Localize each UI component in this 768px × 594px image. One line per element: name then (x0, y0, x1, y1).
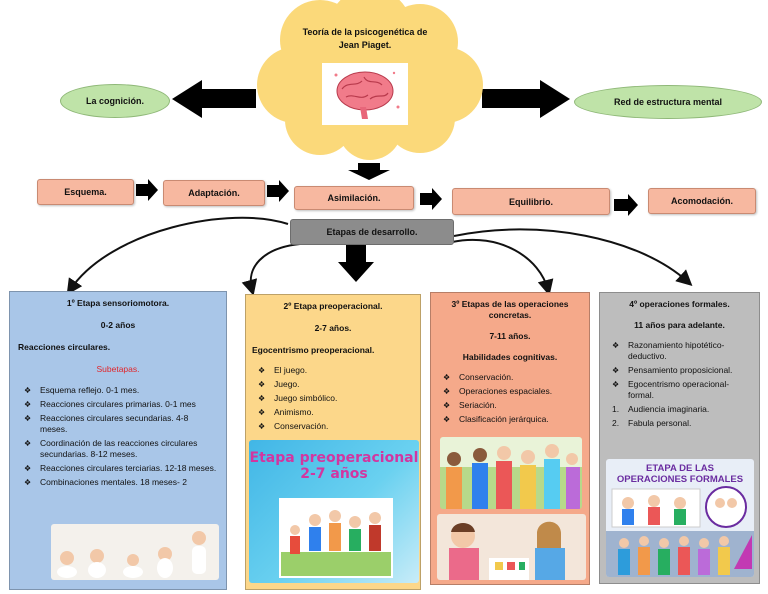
preoperational-image: Etapa preoperacional 2-7 años (249, 440, 419, 583)
stage3-heading: Habilidades cognitivas. (462, 352, 558, 362)
brain-image (322, 63, 408, 125)
stage4-numbered: 1.Audiencia imaginaria. 2.Fabula persona… (606, 404, 753, 429)
list-item: ❖Operaciones espaciales. (443, 386, 553, 396)
concept-arrow-1 (136, 179, 158, 201)
diamond-bullet-icon: ❖ (443, 415, 451, 424)
stage4-age: 11 años para adelante. (634, 320, 725, 330)
stage4-bullets: ❖Razonamiento hipotético-deductivo. ❖Pen… (606, 340, 753, 401)
stage2-list: ❖El juego. ❖Juego. ❖Juego simbólico. ❖An… (252, 365, 414, 432)
concept-acomodacion-label: Acomodación. (670, 196, 733, 206)
concept-arrow-4 (614, 194, 638, 216)
cloud-down-arrow (348, 163, 390, 180)
list-item: ❖El juego. (258, 365, 308, 375)
formal-operations-image: ETAPA DE LAS OPERACIONES FORMALES (606, 459, 754, 577)
diamond-bullet-icon: ❖ (24, 478, 32, 487)
concept-esquema: Esquema. (37, 179, 134, 205)
right-block-arrow (482, 80, 570, 118)
diamond-bullet-icon: ❖ (612, 341, 620, 350)
diamond-bullet-icon: ❖ (24, 439, 32, 448)
list-item: ❖Reacciones circulares secundarias. 4-8 … (24, 413, 189, 434)
stage2-title: 2º Etapa preoperacional. (283, 301, 383, 311)
list-item: ❖Conservación. (443, 372, 514, 382)
children-playing-image (437, 514, 586, 580)
concept-equilibrio: Equilibrio. (452, 188, 610, 215)
stage1-heading: Reacciones circulares. (18, 342, 111, 352)
stage4-title: 4º operaciones formales. (629, 299, 730, 309)
concept-arrow-2 (267, 180, 289, 202)
diamond-bullet-icon: ❖ (24, 400, 32, 409)
list-item: ❖Egocentrismo operacional-formal. (612, 379, 730, 400)
mental-structure-label: Red de estructura mental (613, 97, 723, 107)
stage3-title: 3º Etapas de las operaciones concretas. (451, 299, 569, 320)
diamond-bullet-icon: ❖ (443, 373, 451, 382)
diamond-bullet-icon: ❖ (24, 464, 32, 473)
diamond-bullet-icon: ❖ (443, 387, 451, 396)
preoperational-image-title: Etapa preoperacional 2-7 años (249, 450, 419, 482)
list-item: ❖Razonamiento hipotético-deductivo. (612, 340, 725, 361)
list-item: ❖Reacciones circulares terciarias. 12-18… (24, 463, 217, 473)
babies-image (51, 524, 219, 580)
diamond-bullet-icon: ❖ (258, 366, 266, 375)
left-block-arrow (172, 80, 256, 118)
diamond-bullet-icon: ❖ (24, 414, 32, 423)
diamond-bullet-icon: ❖ (24, 386, 32, 395)
list-item: ❖Esquema reflejo. 0-1 mes. (24, 385, 140, 395)
concept-acomodacion: Acomodación. (648, 188, 756, 214)
mental-structure-ellipse: Red de estructura mental (574, 85, 762, 119)
concept-esquema-label: Esquema. (64, 187, 107, 197)
etapas-label: Etapas de desarrollo. (326, 227, 418, 237)
stage1-subheading: Subetapas. (96, 364, 140, 374)
list-item: ❖Juego simbólico. (258, 393, 338, 403)
stage1-list: ❖Esquema reflejo. 0-1 mes. ❖Reacciones c… (18, 385, 218, 488)
diamond-bullet-icon: ❖ (258, 394, 266, 403)
cognition-label: La cognición. (85, 96, 144, 106)
list-item: ❖Coordinación de las reacciones circular… (24, 438, 198, 459)
stage3-age: 7-11 años. (489, 331, 531, 341)
list-item: ❖Reacciones circulares primarias. 0-1 me… (24, 399, 196, 409)
stage2-age: 2-7 años. (314, 323, 352, 333)
etapas-box: Etapas de desarrollo. (290, 219, 454, 245)
diamond-bullet-icon: ❖ (258, 380, 266, 389)
concept-arrow-3 (420, 188, 442, 210)
diamond-bullet-icon: ❖ (258, 422, 266, 431)
list-item: ❖Seriación. (443, 400, 497, 410)
list-item: ❖Pensamiento proposicional. (612, 365, 733, 375)
list-item: ❖Combinaciones mentales. 18 meses- 2 (24, 477, 187, 487)
concept-adaptacion: Adaptación. (163, 180, 265, 206)
concept-adaptacion-label: Adaptación. (188, 188, 240, 198)
diamond-bullet-icon: ❖ (612, 366, 620, 375)
formal-operations-image-title: ETAPA DE LAS OPERACIONES FORMALES (616, 463, 744, 485)
brain-icon (334, 71, 400, 119)
concept-asimilacion: Asimilación. (294, 186, 414, 210)
cloud-title: Teoría de la psicogenética de Jean Piage… (302, 27, 428, 50)
list-item: ❖Juego. (258, 379, 300, 389)
etapas-down-arrow (338, 244, 374, 282)
stage1-title: 1º Etapa sensoriomotora. (66, 298, 170, 308)
list-item: 2.Fabula personal. (612, 418, 692, 428)
list-item: ❖Clasificación jerárquica. (443, 414, 549, 424)
children-group-image (440, 437, 582, 509)
stage1-age: 0-2 años (100, 320, 136, 330)
diamond-bullet-icon: ❖ (443, 401, 451, 410)
concept-asimilacion-label: Asimilación. (327, 193, 381, 203)
diamond-bullet-icon: ❖ (258, 408, 266, 417)
concept-equilibrio-label: Equilibrio. (509, 196, 553, 207)
list-item: 1.Audiencia imaginaria. (612, 404, 710, 414)
diamond-bullet-icon: ❖ (612, 380, 620, 389)
stage3-list: ❖Conservación. ❖Operaciones espaciales. … (437, 372, 583, 425)
list-item: ❖Conservación. (258, 421, 329, 431)
list-item: ❖Animismo. (258, 407, 314, 417)
stage2-heading: Egocentrismo preoperacional. (252, 345, 375, 355)
cognition-ellipse: La cognición. (60, 84, 170, 118)
